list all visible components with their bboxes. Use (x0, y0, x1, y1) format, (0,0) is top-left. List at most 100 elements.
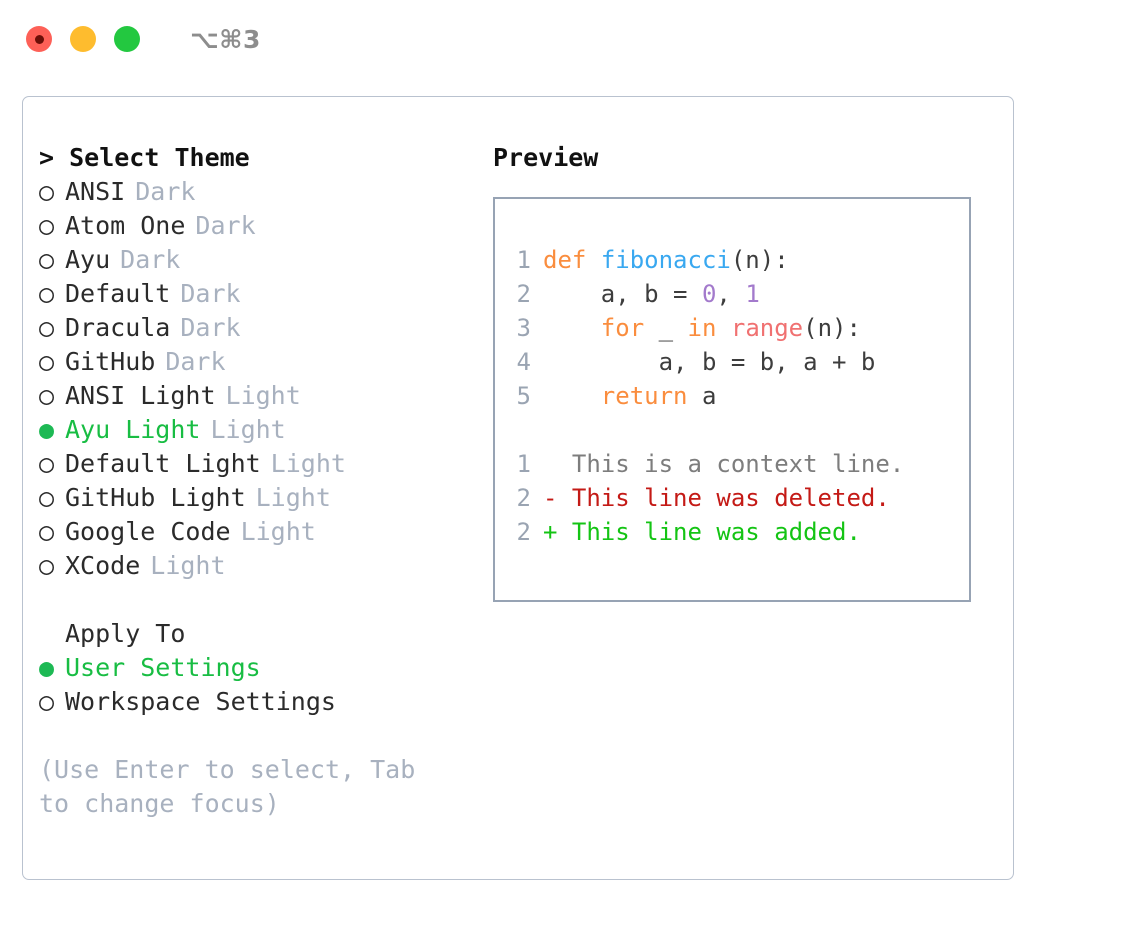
close-window-button[interactable] (26, 26, 52, 52)
code-token-pl (543, 314, 601, 342)
theme-variant-badge: Light (225, 381, 301, 410)
theme-option-label: ANSI (65, 177, 126, 206)
code-line-number: 4 (516, 348, 531, 376)
radio-selected-icon: ● (39, 653, 55, 682)
theme-option-atom-one[interactable]: ○ Atom One Dark (39, 209, 488, 243)
radio-unselected-icon: ○ (39, 313, 55, 342)
diff-marker: + (543, 518, 572, 546)
apply-to-bullet-placeholder (39, 617, 65, 651)
theme-variant-badge: Dark (135, 177, 196, 206)
theme-option-ayu-light[interactable]: ● Ayu Light Light (39, 413, 488, 447)
list-spacer (39, 583, 488, 617)
diff-sample: 1 This is a context line.2- This line wa… (495, 447, 969, 549)
radio-selected-icon: ● (39, 415, 55, 444)
diff-line-text: This line was deleted. (571, 484, 890, 512)
code-token-pl: (n): (803, 314, 861, 342)
theme-variant-badge: Light (240, 517, 316, 546)
diff-line-ctx: 1 This is a context line. (495, 447, 969, 481)
theme-variant-badge: Dark (195, 211, 256, 240)
code-token-kw: in (687, 314, 717, 342)
panel-title: > Select Theme (39, 143, 250, 172)
minimize-window-button[interactable] (70, 26, 96, 52)
diff-marker (543, 447, 572, 481)
radio-unselected-icon: ○ (39, 245, 55, 274)
theme-option-ayu[interactable]: ○ Ayu Dark (39, 243, 488, 277)
code-token-pl: a (687, 382, 717, 410)
apply-to-option-label: Workspace Settings (65, 687, 336, 716)
radio-unselected-icon: ○ (39, 381, 55, 410)
theme-variant-badge: Dark (120, 245, 181, 274)
code-line-text: for _ in range(n): (543, 311, 861, 345)
apply-to-option-workspace-settings[interactable]: ○Workspace Settings (39, 685, 488, 719)
code-token-kw: def (543, 246, 587, 274)
code-line-number: 1 (516, 246, 531, 274)
blank-lineno (495, 413, 543, 447)
code-token-pl: a, b = b, a + b (543, 348, 876, 376)
diff-line-del: 2- This line was deleted. (495, 481, 969, 515)
code-line-number: 2 (516, 280, 531, 308)
code-line-number: 5 (516, 382, 531, 410)
code-token-pl: , (716, 280, 746, 308)
code-line: 2 a, b = 0, 1 (495, 277, 969, 311)
code-token-num: 0 (701, 280, 717, 308)
code-token-num: 1 (745, 280, 760, 308)
theme-option-label: XCode (65, 551, 141, 580)
theme-variant-badge: Light (255, 483, 331, 512)
preview-title: Preview (493, 143, 599, 172)
radio-unselected-icon: ○ (39, 211, 55, 240)
title-bar: ⌥⌘3 (0, 0, 1140, 78)
code-line-text: a, b = b, a + b (543, 345, 876, 379)
radio-unselected-icon: ○ (39, 517, 55, 546)
traffic-lights (26, 26, 140, 52)
code-line-text: def fibonacci(n): (543, 243, 789, 277)
apply-to-option-user-settings[interactable]: ● User Settings (39, 651, 488, 685)
code-token-kw: return (600, 382, 688, 410)
theme-variant-badge: Light (210, 415, 286, 444)
radio-unselected-icon: ○ (39, 483, 55, 512)
theme-variant-badge: Dark (180, 313, 241, 342)
theme-option-label: Ayu (65, 245, 111, 274)
theme-option-default-light[interactable]: ○ Default Light Light (39, 447, 488, 481)
code-token-pl: _ (644, 314, 688, 342)
code-line-number: 3 (516, 314, 531, 342)
code-line-text: return a (543, 379, 717, 413)
code-token-pl (586, 246, 600, 274)
radio-unselected-icon: ○ (39, 551, 55, 580)
theme-variant-badge: Dark (180, 279, 241, 308)
theme-option-label: Atom One (65, 211, 186, 240)
code-line: 5 return a (495, 379, 969, 413)
radio-unselected-icon: ○ (39, 449, 55, 478)
theme-variant-badge: Light (270, 449, 346, 478)
apply-to-list: ● User Settings ○Workspace Settings (39, 651, 488, 719)
code-line: 4 a, b = b, a + b (495, 345, 969, 379)
apply-to-option-label: User Settings (65, 653, 261, 682)
maximize-window-button[interactable] (114, 26, 140, 52)
code-line: 3 for _ in range(n): (495, 311, 969, 345)
theme-option-label: Default (65, 279, 171, 308)
diff-line-text: This is a context line. (571, 450, 905, 478)
code-line-text: a, b = 0, 1 (543, 277, 760, 311)
code-token-bi: range (730, 314, 804, 342)
diff-line-add: 2+ This line was added. (495, 515, 969, 549)
keyboard-shortcut-label: ⌥⌘3 (190, 24, 261, 54)
theme-variant-badge: Dark (165, 347, 226, 376)
radio-unselected-icon: ○ (39, 347, 55, 376)
code-blank-line (495, 413, 969, 447)
theme-option-label: Default Light (65, 449, 261, 478)
theme-option-label: Ayu Light (65, 415, 201, 444)
